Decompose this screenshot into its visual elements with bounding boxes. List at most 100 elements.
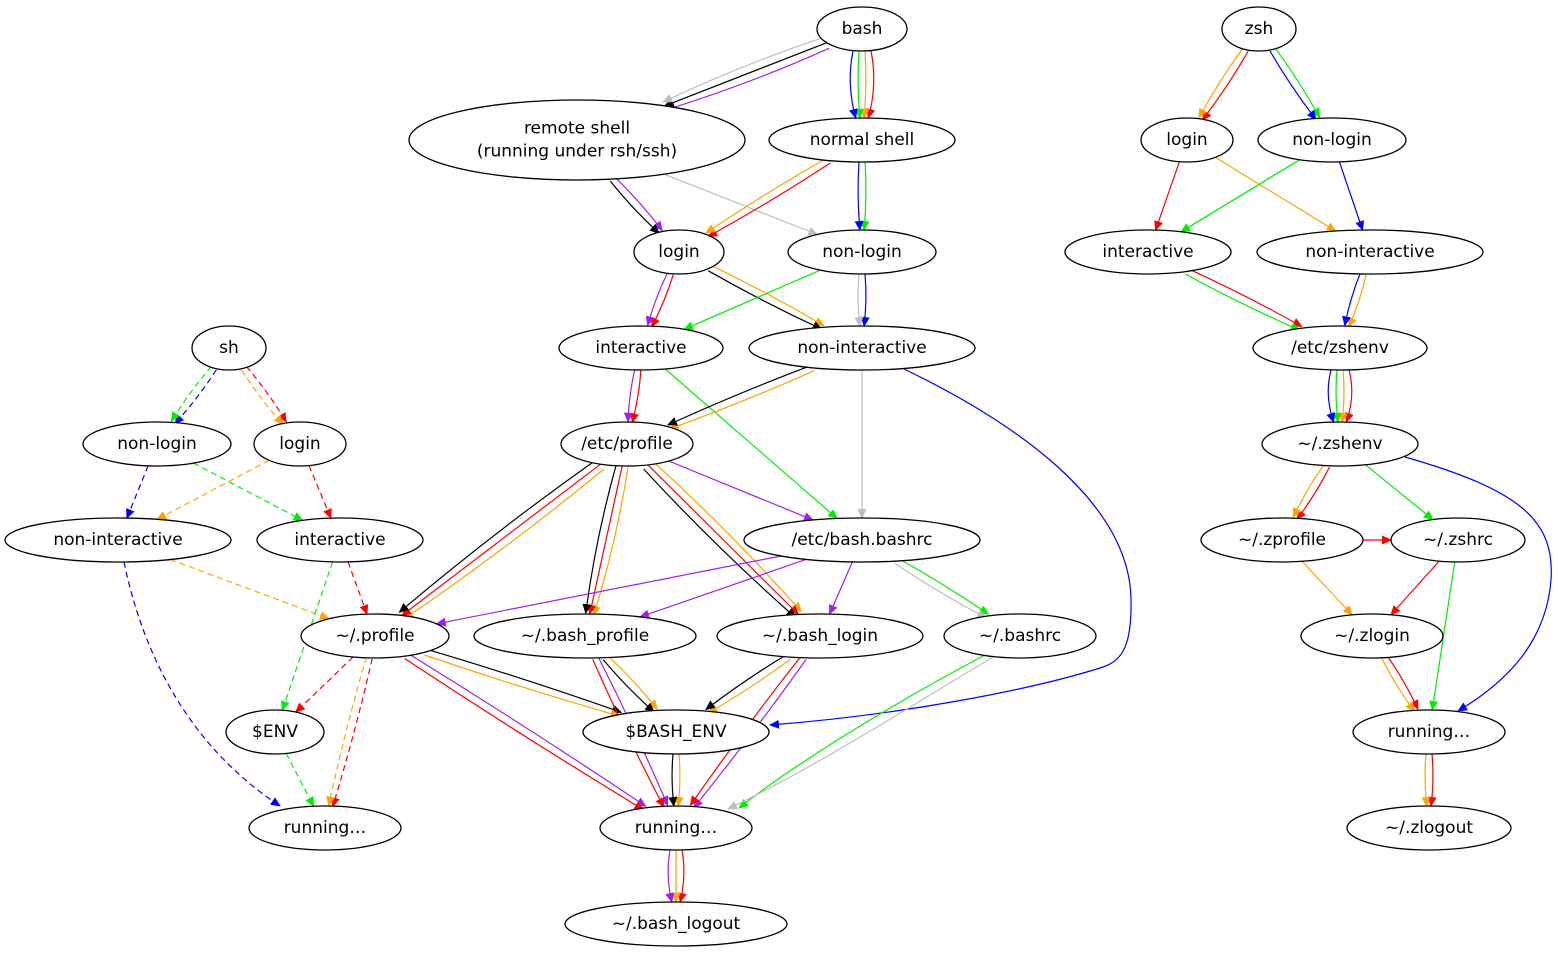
node-bash-normal: normal shell — [768, 117, 956, 163]
edge-bash-to-bash-normal-green — [854, 50, 864, 119]
node-ellipse — [1352, 709, 1506, 755]
node-ellipse — [248, 805, 402, 851]
edge-profile-to-bash-running-purple — [407, 652, 647, 807]
edge-bash-interactive-to-etc-profile-red — [630, 370, 642, 424]
node-ellipse — [633, 229, 725, 275]
node-ellipse — [1261, 421, 1419, 467]
edge-etc-profile-to-bash-login-file-orange — [651, 460, 802, 613]
node-label: ~/.bash_login — [762, 626, 878, 646]
node-zprofile: ~/.zprofile — [1200, 517, 1364, 563]
edge-bash-to-bash-normal-red — [866, 50, 876, 119]
edge-profile-to-bash-env-black — [426, 648, 623, 714]
edge-bash-to-bash-remote-black — [663, 42, 828, 107]
edge-sh-env-to-sh-running-green — [285, 753, 315, 808]
node-zshrc: ~/.zshrc — [1390, 517, 1526, 563]
node-label: login — [658, 242, 699, 262]
edge-sh-noninteractive-to-sh-running-blue — [123, 561, 281, 807]
node-ellipse — [558, 325, 724, 371]
node-zsh-login: login — [1140, 117, 1234, 163]
node-label: sh — [219, 338, 239, 358]
edge-bash-login-to-bash-noninteractive-black — [708, 270, 823, 330]
edge-etc-profile-to-bash-login-file-black — [643, 468, 797, 619]
node-bash-env: $BASH_ENV — [582, 709, 770, 755]
node-label: ~/.zprofile — [1238, 530, 1326, 550]
edge-bashrc-to-bash-running-green — [738, 654, 986, 809]
node-profile: ~/.profile — [300, 613, 450, 659]
edge-bash-to-bash-normal-orange — [860, 50, 870, 119]
node-label: (running under rsh/ssh) — [477, 142, 677, 162]
node-bash-login-file: ~/.bash_login — [716, 613, 924, 659]
edges-layer — [123, 36, 1552, 903]
nodes-layer: bash remote shell(running under rsh/ssh) n… — [4, 6, 1526, 947]
edge-zsh-nonlogin-to-zsh-noninteractive-blue — [1338, 161, 1364, 231]
node-label: interactive — [595, 338, 686, 358]
edge-sh-to-sh-nonlogin-blue — [174, 369, 217, 425]
node-zsh-nonlogin: non-login — [1257, 117, 1407, 163]
node-bash: bash — [816, 6, 908, 52]
node-bash-nonlogin: non-login — [787, 229, 937, 275]
edge-bash-interactive-to-etc-profile-purple — [623, 369, 636, 423]
node-ellipse — [191, 325, 267, 371]
edge-zshenv-to-zprofile-red — [1296, 466, 1331, 521]
node-bashrc: ~/.bashrc — [943, 613, 1097, 659]
node-etc-profile: /etc/profile — [560, 421, 694, 467]
edge-etc-profile-to-bash-profile-black — [582, 464, 617, 615]
edge-etc-bash-bashrc-to-bashrc-green — [897, 557, 990, 615]
edge-zsh-interactive-to-etc-zshenv-green — [1185, 273, 1301, 331]
node-label: interactive — [1102, 242, 1193, 262]
edge-etc-zshenv-to-zshenv-orange — [1338, 369, 1348, 423]
node-ellipse — [408, 99, 746, 181]
node-label: running… — [1388, 722, 1471, 742]
edge-etc-profile-to-bash-profile-orange — [592, 467, 629, 616]
node-ellipse — [1390, 517, 1526, 563]
node-zsh: zsh — [1221, 6, 1297, 52]
edge-bash-nonlogin-to-bash-interactive-green — [683, 269, 821, 330]
edge-sh-to-sh-login-red — [245, 366, 287, 423]
node-ellipse — [1256, 229, 1484, 275]
edge-etc-zshenv-to-zshenv-blue — [1326, 369, 1335, 423]
edge-bash-normal-to-bash-login-red — [707, 162, 831, 238]
edge-zsh-interactive-to-etc-zshenv-red — [1187, 268, 1303, 328]
edge-etc-profile-to-bash-profile-red — [587, 465, 623, 615]
node-bash-login: login — [633, 229, 725, 275]
edge-zsh-noninteractive-to-etc-zshenv-orange — [1348, 274, 1367, 328]
node-bash-remote: remote shell(running under rsh/ssh) — [408, 99, 746, 181]
edge-zsh-to-zsh-login-red — [1201, 50, 1249, 121]
node-ellipse — [473, 613, 697, 659]
edge-zsh-login-to-zsh-noninteractive-orange — [1214, 156, 1337, 232]
node-label: interactive — [294, 530, 385, 550]
node-label: bash — [842, 19, 883, 39]
node-label: ~/.zlogout — [1385, 818, 1473, 838]
node-bash-profile: ~/.bash_profile — [473, 613, 697, 659]
edge-etc-profile-to-profile-orange — [403, 468, 605, 620]
edge-zsh-noninteractive-to-etc-zshenv-blue — [1342, 272, 1361, 327]
node-bash-running: running… — [599, 805, 753, 851]
edge-bash-env-to-bash-running-orange — [674, 753, 684, 807]
edge-etc-zshenv-to-zshenv-red — [1345, 369, 1354, 423]
node-label: /etc/zshenv — [1291, 338, 1389, 358]
edge-zshenv-to-zsh-running-blue — [1404, 456, 1552, 712]
node-zsh-running: running… — [1352, 709, 1506, 755]
node-ellipse — [1346, 805, 1512, 851]
node-ellipse — [787, 229, 937, 275]
node-label: login — [279, 434, 320, 454]
node-bash-logout: ~/.bash_logout — [564, 901, 788, 947]
node-label: login — [1166, 130, 1207, 150]
node-sh-env: $ENV — [225, 709, 325, 755]
edge-zsh-to-zsh-nonlogin-green — [1274, 47, 1321, 119]
node-ellipse — [716, 613, 924, 659]
node-label: non-login — [117, 434, 197, 454]
node-label: ~/.profile — [335, 626, 414, 646]
edge-sh-to-sh-login-orange — [240, 369, 284, 426]
edge-zlogin-to-zsh-running-red — [1386, 655, 1419, 711]
edge-bash-remote-to-bash-login-purple — [614, 176, 663, 232]
node-ellipse — [560, 421, 694, 467]
edge-zshenv-to-zshrc-green — [1365, 464, 1434, 521]
edge-bash-login-file-to-bash-env-black — [705, 653, 788, 711]
node-sh: sh — [191, 325, 267, 371]
edge-sh-to-sh-nonlogin-green — [170, 365, 212, 423]
edge-zsh-running-to-zlogout-red — [1427, 753, 1437, 807]
edge-bash-nonlogin-to-bash-noninteractive-gray — [854, 273, 864, 327]
edge-bash-remote-to-bash-nonlogin-gray — [663, 173, 819, 236]
